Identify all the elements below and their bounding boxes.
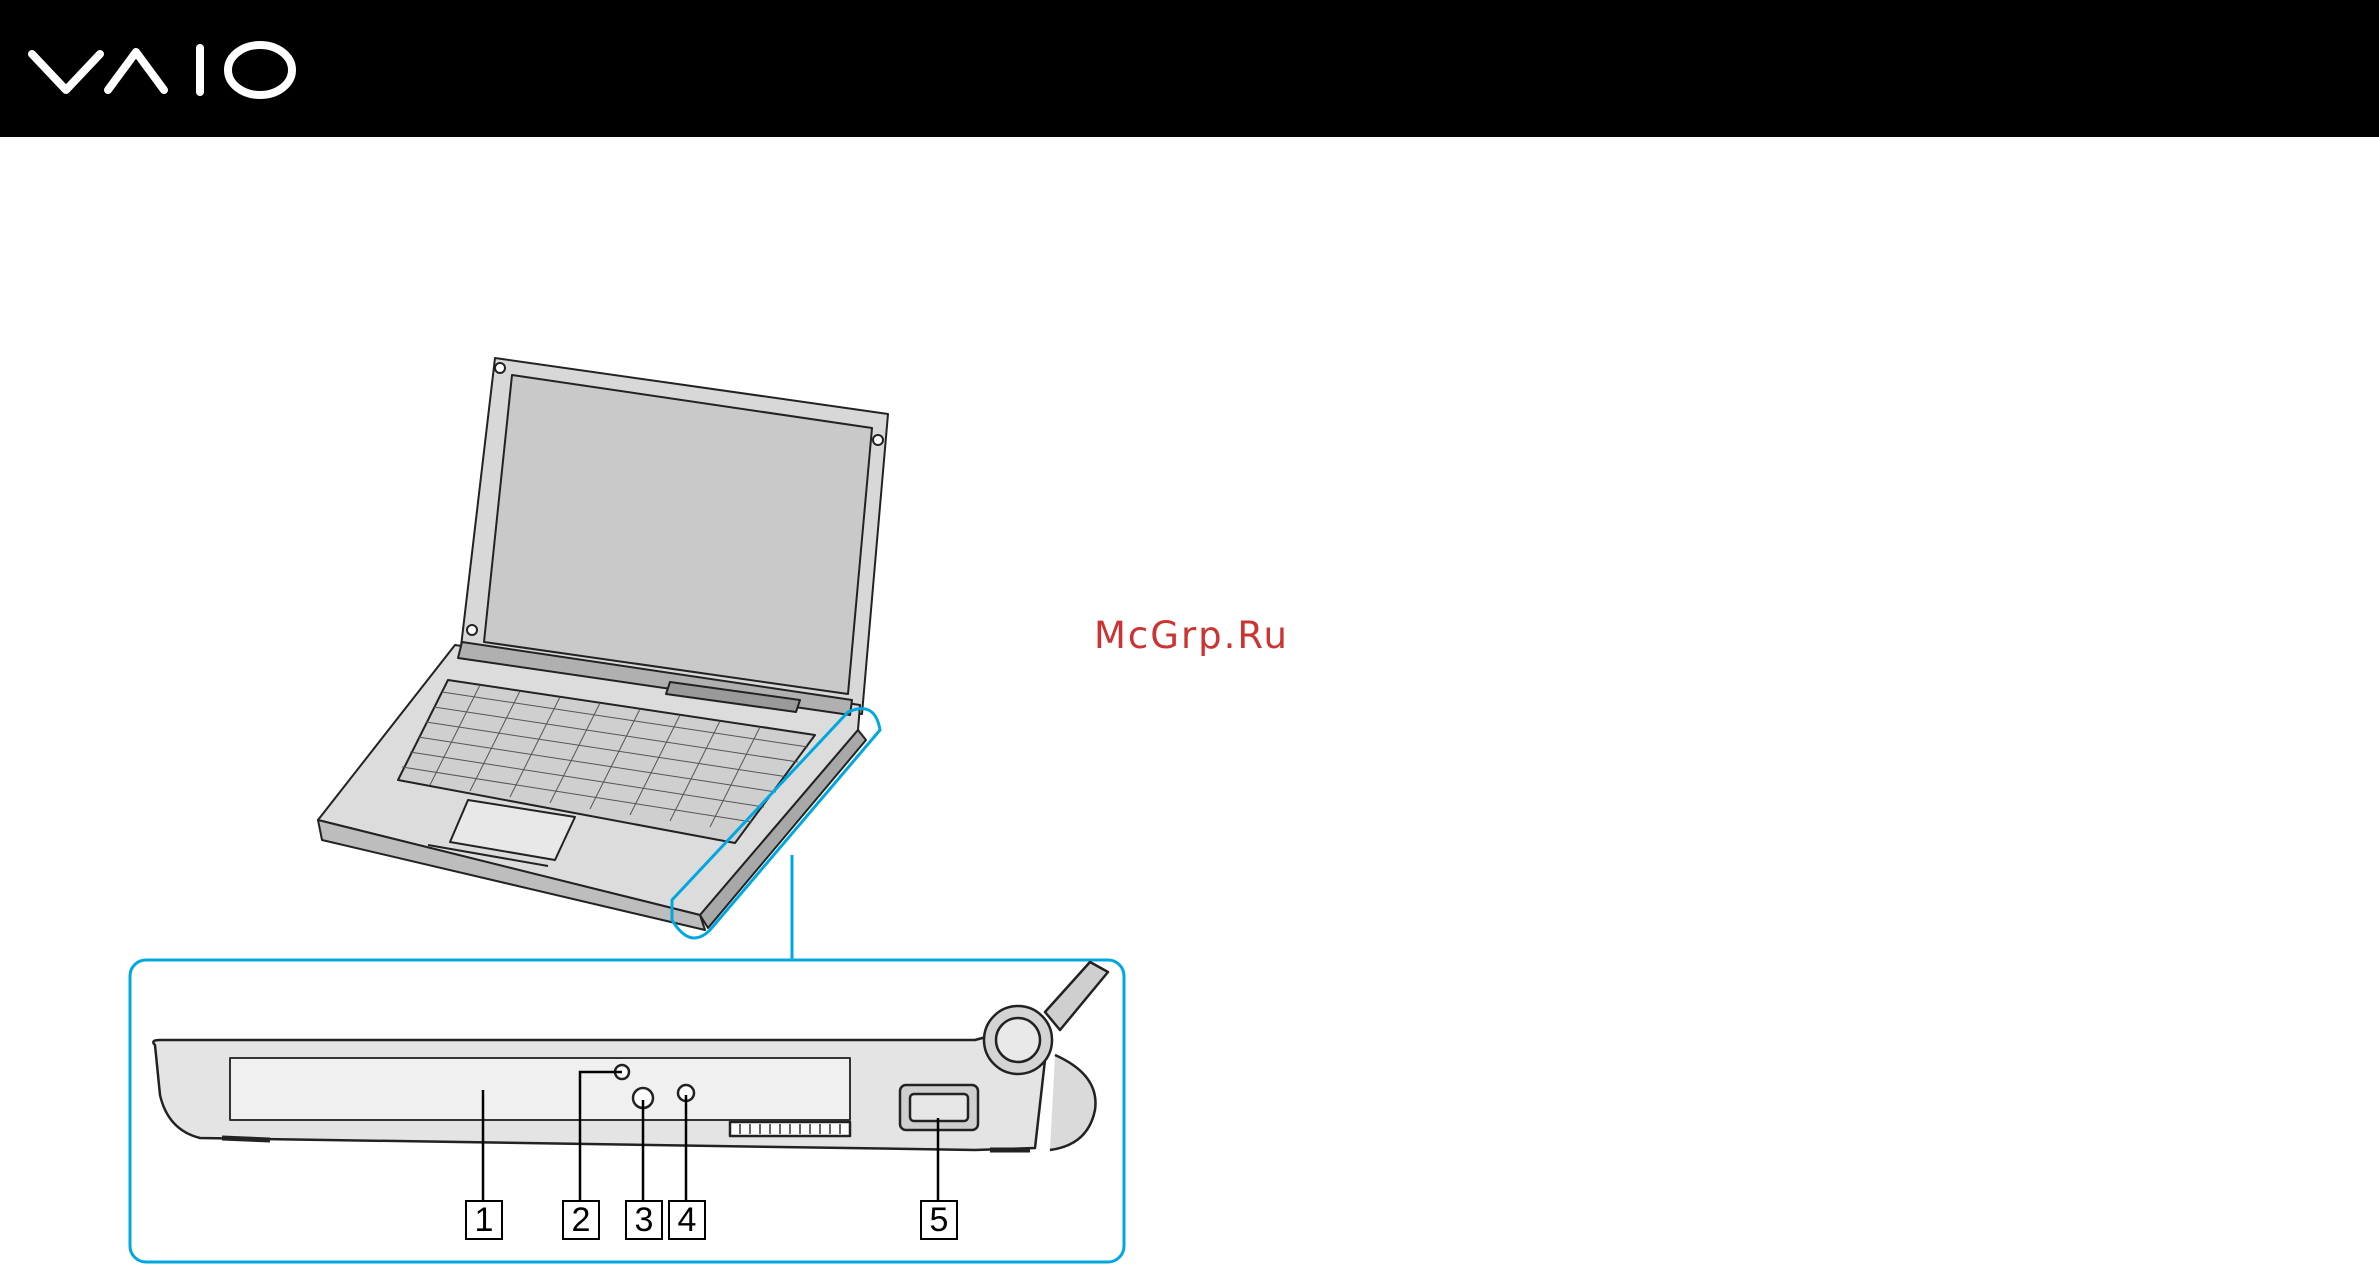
- callout-1: 1: [465, 1200, 503, 1240]
- callout-5: 5: [920, 1200, 958, 1240]
- callout-2: 2: [562, 1200, 600, 1240]
- side-view-drawing: [153, 962, 1108, 1150]
- laptop-perspective: [318, 358, 888, 930]
- callout-3: 3: [625, 1200, 663, 1240]
- callout-4: 4: [668, 1200, 706, 1240]
- watermark: McGrp.Ru: [1094, 614, 1289, 657]
